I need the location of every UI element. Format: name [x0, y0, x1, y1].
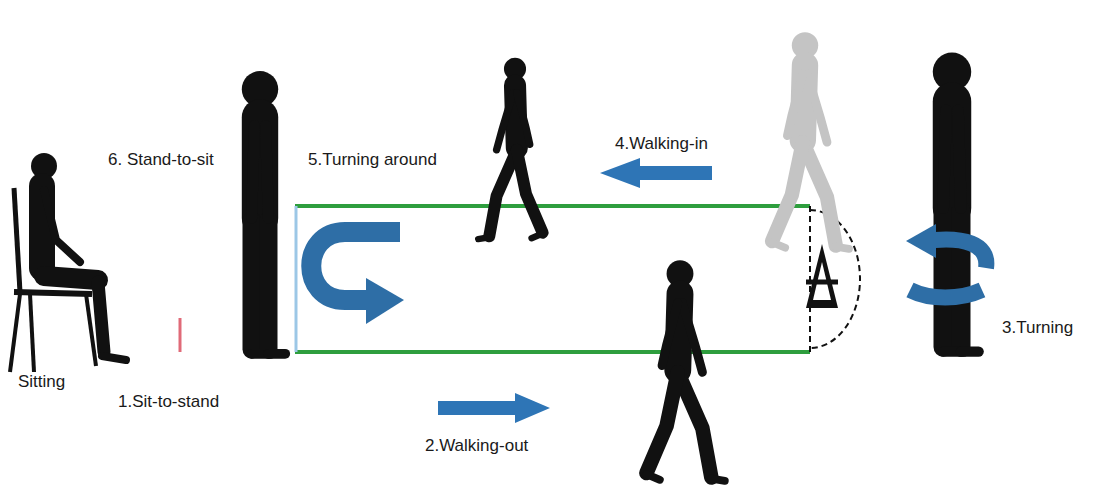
ghost-figure — [772, 32, 849, 249]
cone — [806, 244, 838, 308]
turn-arrow — [910, 290, 982, 298]
chair-back — [14, 188, 20, 292]
walking-in-figure — [478, 58, 542, 239]
course-line — [295, 350, 810, 354]
chair-seat — [14, 292, 92, 294]
step-label: 4.Walking-in — [615, 134, 708, 154]
step-label: 5.Turning around — [308, 150, 437, 170]
start-line — [295, 206, 298, 352]
step-label: 6. Stand-to-sit — [108, 150, 214, 170]
turn-line — [809, 206, 811, 352]
chair-leg — [10, 294, 20, 372]
turning-figure — [933, 53, 979, 352]
course-line — [295, 204, 810, 208]
walking-out-figure — [646, 260, 724, 481]
shin — [98, 282, 104, 352]
chair-line — [179, 318, 182, 352]
u-turn-arrow — [311, 232, 400, 300]
walk-in-arrow — [600, 158, 712, 188]
u-turn-arrowhead — [366, 278, 404, 324]
foot — [102, 356, 126, 360]
turn-arrow — [935, 240, 986, 268]
thigh — [44, 276, 98, 280]
standing-figure — [242, 71, 285, 354]
arm — [44, 190, 80, 262]
sitting-figure — [10, 153, 126, 372]
walk-out-arrow — [438, 393, 550, 423]
step-label: 3.Turning — [1002, 318, 1073, 338]
step-label: Sitting — [18, 372, 65, 392]
cone-band — [806, 280, 838, 285]
step-label: 1.Sit-to-stand — [118, 392, 219, 412]
step-label: 2.Walking-out — [425, 436, 528, 456]
turn-arrowhead — [906, 224, 936, 258]
chair-leg — [30, 294, 34, 372]
